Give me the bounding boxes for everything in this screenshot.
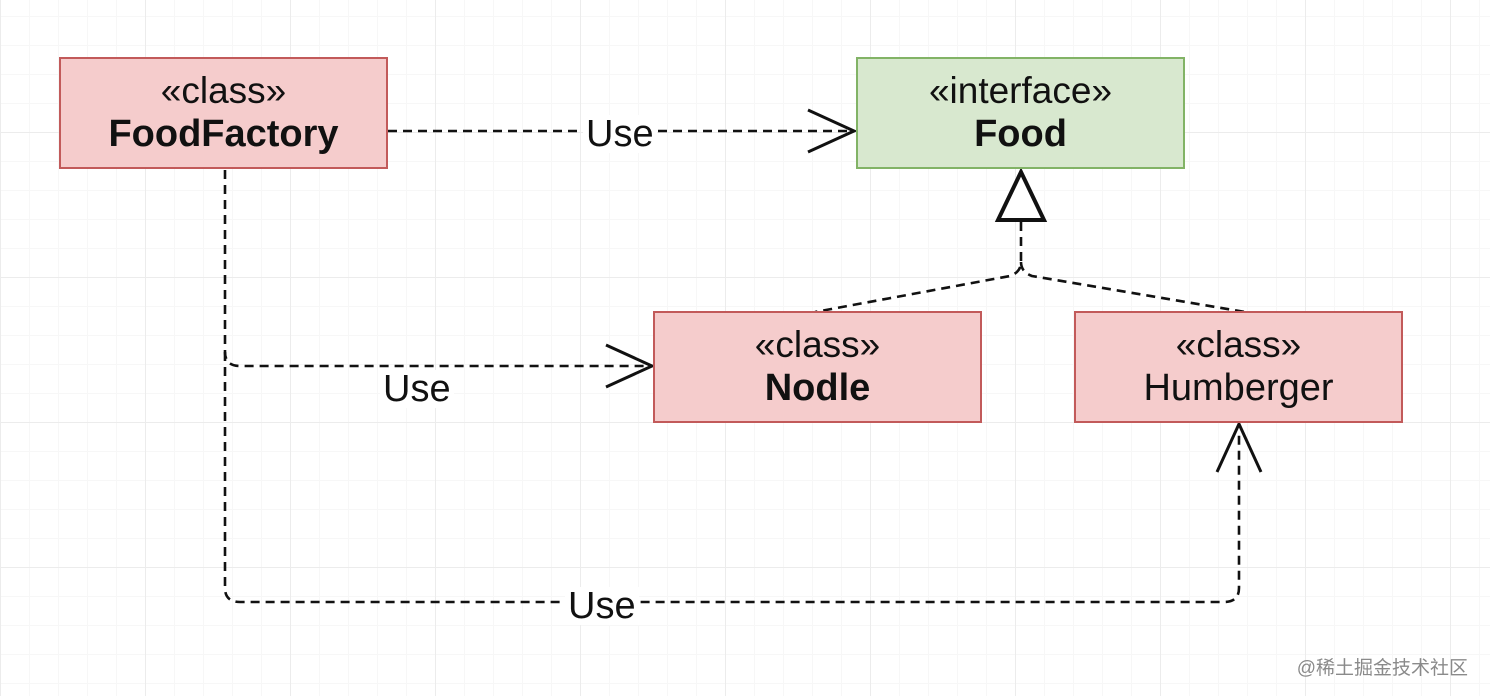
realization-line [814, 222, 1246, 314]
interface-name: Food [974, 113, 1067, 156]
arrowhead-open-humberger [1215, 420, 1263, 473]
stereotype-label: «class» [160, 69, 287, 111]
edge-label-use-nodle: Use [380, 370, 454, 408]
arrowhead-open-food [807, 108, 858, 154]
class-name: Humberger [1143, 367, 1334, 410]
dependency-line-nodle [223, 170, 650, 368]
class-nodle[interactable]: «class» Nodle [653, 311, 982, 423]
edge-label-use-food: Use [583, 115, 657, 153]
edge-label-use-humberger: Use [565, 587, 639, 625]
stereotype-label: «class» [754, 323, 881, 365]
arrowhead-hollow-triangle [994, 167, 1048, 222]
stereotype-label: «class» [1175, 323, 1302, 365]
dependency-line-humberger [223, 352, 1241, 604]
watermark: @稀土掘金技术社区 [1296, 658, 1468, 679]
arrowhead-open-nodle [605, 343, 656, 389]
class-foodfactory[interactable]: «class» FoodFactory [59, 57, 388, 169]
stereotype-label: «interface» [928, 69, 1113, 111]
interface-food[interactable]: «interface» Food [856, 57, 1185, 169]
class-humberger[interactable]: «class» Humberger [1074, 311, 1403, 423]
class-name: FoodFactory [108, 113, 339, 156]
class-name: Nodle [764, 367, 871, 410]
